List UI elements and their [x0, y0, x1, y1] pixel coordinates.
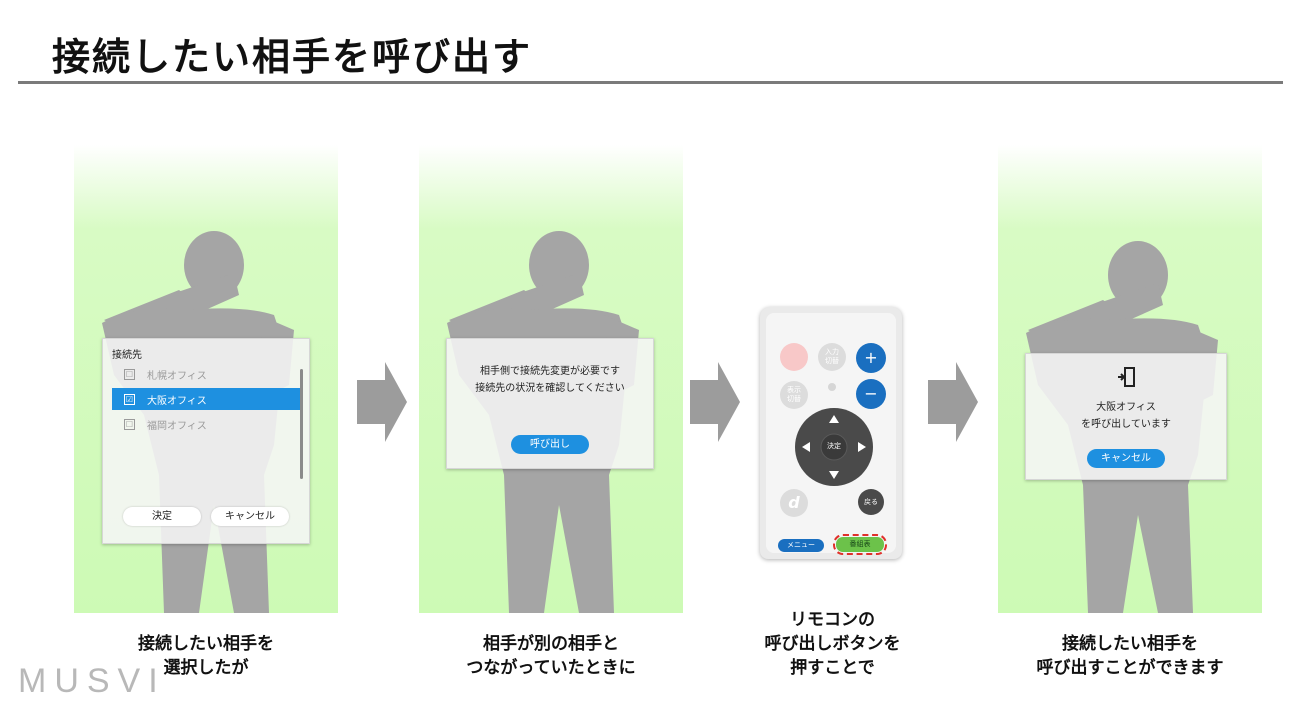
list-item-label: 札幌オフィス — [147, 370, 207, 382]
ok-button[interactable]: 決定 — [123, 507, 201, 526]
door-exit-icon — [1118, 367, 1135, 387]
checkbox-icon[interactable]: ☐ — [124, 418, 135, 430]
power-button[interactable] — [780, 343, 808, 371]
remote-control: 入力 切替 + 表示 切替 − 決定 d 戻る メニュー 番組表 — [760, 307, 902, 559]
input-switch-button[interactable]: 入力 切替 — [818, 343, 846, 371]
caption-line: 相手が別の相手と — [483, 634, 619, 654]
title-divider — [18, 81, 1283, 84]
arrow-right-icon — [357, 362, 407, 442]
cancel-button[interactable]: キャンセル — [1087, 449, 1165, 468]
arrow-right-icon — [690, 362, 740, 442]
left-arrow-icon[interactable] — [802, 442, 810, 452]
program-guide-button[interactable]: 番組表 — [833, 534, 887, 555]
step4-caption: 接続したい相手を 呼び出すことができます — [998, 632, 1262, 680]
message-line: 接続先の状況を確認してください — [475, 383, 625, 394]
dpad[interactable] — [794, 407, 874, 487]
plus-button[interactable]: + — [856, 343, 886, 373]
down-arrow-icon[interactable] — [829, 471, 839, 479]
message-line: 相手側で接続先変更が必要です — [480, 366, 620, 377]
remote-face: 入力 切替 + 表示 切替 − 決定 d 戻る メニュー 番組表 — [766, 313, 896, 555]
calling-dialog: 大阪オフィス を呼び出しています キャンセル — [1025, 353, 1227, 480]
list-item-fukuoka[interactable]: ☐ 福岡オフィス — [112, 413, 300, 435]
caption-line: 呼び出すことができます — [1036, 658, 1224, 678]
checkbox-icon[interactable]: ☐ — [124, 368, 135, 380]
connection-change-dialog: 相手側で接続先変更が必要です 接続先の状況を確認してください 呼び出し — [446, 338, 654, 469]
d-button[interactable]: d — [780, 489, 808, 517]
caption-line: 接続したい相手を — [138, 634, 274, 654]
menu-button[interactable]: メニュー — [778, 539, 824, 552]
brand-logo: MUSVI — [18, 662, 166, 700]
caption-line: つながっていたときに — [466, 658, 636, 678]
display-switch-button[interactable]: 表示 切替 — [780, 381, 808, 409]
arrow-right-icon — [928, 362, 978, 442]
back-button[interactable]: 戻る — [858, 489, 884, 515]
list-item-label: 福岡オフィス — [147, 420, 207, 432]
cancel-button[interactable]: キャンセル — [211, 507, 289, 526]
dialog-message: 大阪オフィス を呼び出しています — [1026, 399, 1226, 433]
ok-key-label[interactable]: 決定 — [827, 442, 841, 450]
checkbox-checked-icon[interactable]: ☑ — [124, 393, 135, 405]
step2-panel: 相手側で接続先変更が必要です 接続先の状況を確認してください 呼び出し — [419, 145, 683, 613]
step1-panel: 接続先 ☐ 札幌オフィス ☑ 大阪オフィス ☐ 福岡オフィス 決定 キャンセル — [74, 145, 338, 613]
right-arrow-icon[interactable] — [858, 442, 866, 452]
list-item-label: 大阪オフィス — [147, 395, 207, 407]
up-arrow-icon[interactable] — [829, 415, 839, 423]
page-title: 接続したい相手を呼び出す — [52, 35, 533, 79]
destination-dialog: 接続先 ☐ 札幌オフィス ☑ 大阪オフィス ☐ 福岡オフィス 決定 キャンセル — [102, 338, 310, 544]
step1-caption: 接続したい相手を 選択したが — [74, 632, 338, 680]
step2-caption: 相手が別の相手と つながっていたときに — [419, 632, 683, 680]
dialog-title: 接続先 — [112, 350, 142, 361]
message-line: 大阪オフィス — [1096, 402, 1156, 413]
caption-line: 押すことで — [790, 658, 875, 678]
scrollbar[interactable] — [300, 369, 303, 479]
list-item-sapporo[interactable]: ☐ 札幌オフィス — [112, 363, 300, 385]
step4-panel: 大阪オフィス を呼び出しています キャンセル — [998, 145, 1262, 613]
caption-line: 呼び出しボタンを — [764, 634, 901, 654]
indicator-dot — [828, 383, 836, 391]
caption-line: 選択したが — [163, 658, 249, 678]
step3-caption: リモコンの 呼び出しボタンを 押すことで — [730, 608, 935, 680]
minus-button[interactable]: − — [856, 379, 886, 409]
caption-line: リモコンの — [790, 610, 875, 630]
call-button[interactable]: 呼び出し — [511, 435, 589, 454]
message-line: を呼び出しています — [1081, 419, 1171, 430]
dialog-message: 相手側で接続先変更が必要です 接続先の状況を確認してください — [447, 363, 653, 397]
list-item-osaka[interactable]: ☑ 大阪オフィス — [112, 388, 300, 410]
caption-line: 接続したい相手を — [1062, 634, 1198, 654]
